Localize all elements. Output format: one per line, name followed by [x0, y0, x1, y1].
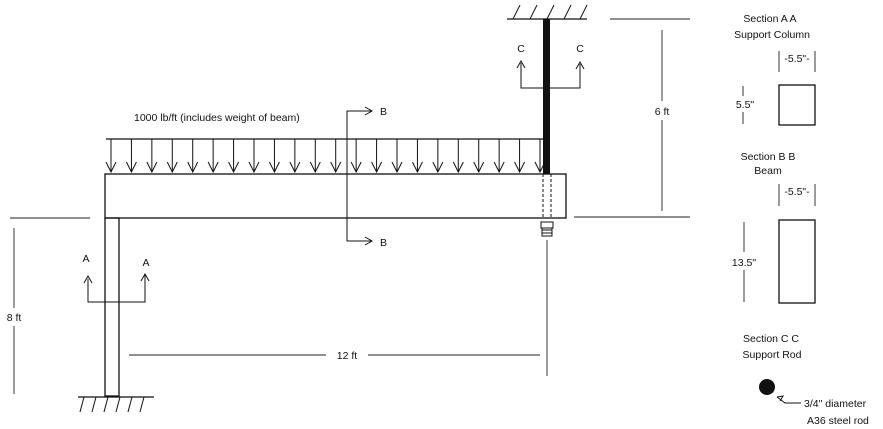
rod-nut	[540, 221, 554, 237]
section-cc-shape	[759, 379, 775, 395]
section-marker-b	[346, 106, 374, 246]
distributed-load	[105, 138, 546, 174]
load-arrow	[309, 139, 321, 174]
section-bb-subtitle: Beam	[754, 165, 782, 177]
load-arrow	[371, 139, 383, 174]
load-arrow	[514, 139, 526, 174]
cut-label-c-right: C	[576, 43, 584, 55]
section-aa-height-label: 5.5"	[736, 99, 755, 111]
section-bb-width-label: -5.5"-	[784, 186, 810, 198]
load-arrow	[207, 139, 219, 174]
column-base-ground	[78, 396, 154, 413]
section-aa-title: Section A A	[743, 13, 796, 25]
load-arrow	[146, 139, 158, 174]
cut-label-a-right: A	[142, 257, 149, 269]
load-label: 1000 lb/ft (includes weight of beam)	[134, 112, 300, 124]
column-height-dimension	[10, 217, 90, 394]
load-arrow	[493, 139, 505, 174]
rod-top-ground	[507, 4, 588, 20]
load-arrow	[289, 139, 301, 174]
section-aa-subtitle: Support Column	[734, 29, 810, 41]
section-aa-width-dimension	[778, 51, 816, 72]
load-arrow	[228, 139, 240, 174]
section-cc-material-label: A36 steel rod	[807, 415, 869, 427]
section-bb-height-label: 13.5"	[732, 257, 756, 269]
section-cc-title: Section C C	[743, 333, 799, 345]
load-arrow	[350, 139, 362, 174]
section-bb-shape	[778, 219, 816, 304]
load-arrow	[187, 139, 199, 174]
section-aa-width-label: -5.5"-	[784, 53, 810, 65]
load-arrow	[268, 139, 280, 174]
section-aa-shape	[778, 84, 816, 126]
rod-length-label: 6 ft	[655, 106, 670, 118]
support-rod	[543, 19, 550, 174]
cut-label-b-bottom: B	[380, 237, 387, 249]
section-cc-diameter-label: 3/4" diameter	[804, 398, 867, 410]
support-column	[104, 217, 120, 397]
load-arrow	[391, 139, 403, 174]
load-arrow	[411, 139, 423, 174]
section-marker-c	[516, 59, 585, 89]
load-arrow	[473, 139, 485, 174]
cut-label-c-left: C	[517, 43, 525, 55]
rod-length-dimension	[574, 18, 690, 218]
load-arrow	[432, 139, 444, 174]
section-cc-leader	[776, 395, 801, 404]
load-arrow	[125, 139, 137, 174]
cut-label-a-left: A	[82, 253, 89, 265]
section-marker-a	[83, 272, 150, 303]
load-arrow	[248, 139, 260, 174]
section-bb-title: Section B B	[741, 151, 796, 163]
span-label: 12 ft	[337, 350, 358, 362]
cut-label-b-top: B	[380, 106, 387, 118]
column-height-label: 8 ft	[7, 312, 22, 324]
load-arrow	[330, 139, 342, 174]
load-arrow	[166, 139, 178, 174]
section-cc-subtitle: Support Rod	[743, 349, 802, 361]
section-bb-width-dimension	[778, 184, 816, 206]
load-arrow	[105, 139, 117, 174]
load-arrow	[452, 139, 464, 174]
beam	[104, 173, 567, 219]
span-dimension	[129, 240, 548, 376]
